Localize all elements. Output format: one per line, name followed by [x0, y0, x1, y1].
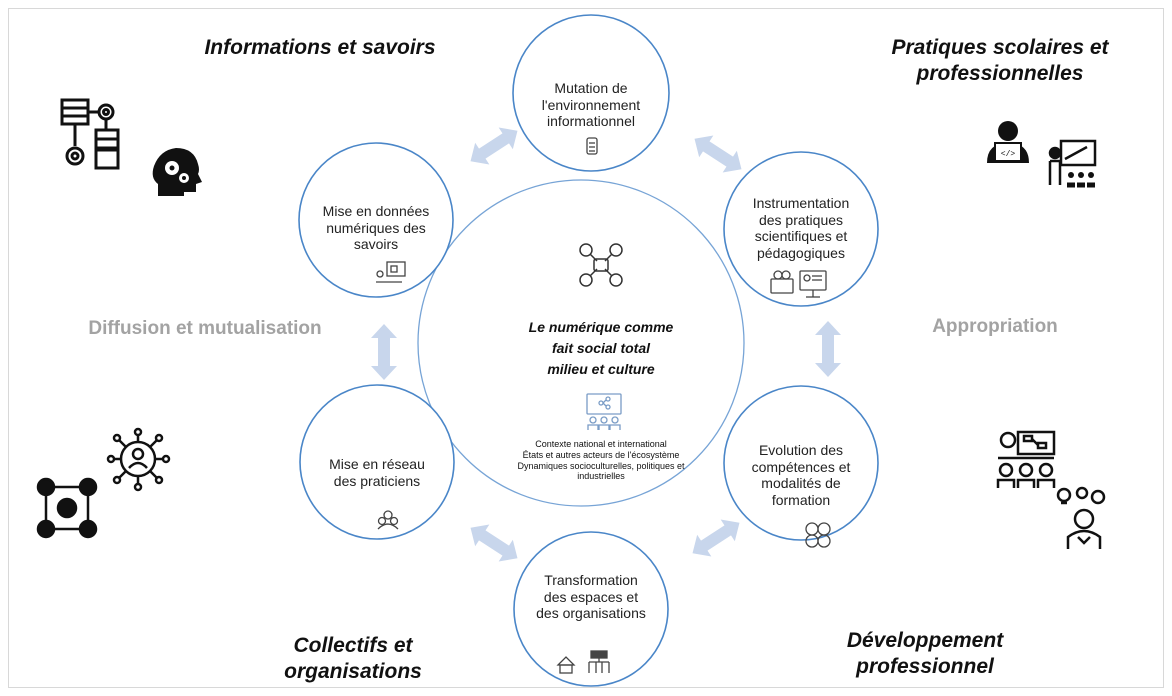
node-lower-left-line1: Mise en réseau: [329, 456, 425, 472]
center-context-line4: industrielles: [577, 471, 625, 482]
arrow-top-to-upper-right: [694, 135, 742, 173]
corner-title-bottom-right-line1: Développement: [846, 629, 1004, 652]
node-bottom-line3: des organisations: [536, 605, 646, 622]
corner-title-top-right: Pratiques scolaires et professionnelles: [850, 35, 1150, 88]
network-hub-icon: [579, 243, 623, 287]
svg-text:</>: </>: [1001, 150, 1016, 159]
node-bottom-line1: Transformation: [544, 572, 638, 588]
node-top-line2: l'environnement: [541, 96, 641, 113]
node-upper-left-line3: savoirs: [353, 236, 399, 253]
arrow-lower-left-to-upper-left: [371, 324, 397, 380]
node-lower-right-line2: compétences et: [751, 458, 851, 475]
corner-title-bottom-left: Collectifs et organisations: [228, 633, 478, 686]
corner-title-bottom-right: Développement professionnel: [800, 628, 1050, 681]
node-lower-left-line2: des praticiens: [333, 472, 421, 489]
teacher-board-icon: [1048, 139, 1097, 188]
side-label-right: Appropriation: [932, 316, 1058, 337]
central-circle: [417, 179, 745, 507]
node-label-top: Mutation de l'environnement informationn…: [521, 80, 661, 130]
online-teaching-icon: [770, 270, 827, 298]
center-title-line3: milieu et culture: [547, 361, 655, 377]
corner-title-bottom-left-line2: organisations: [284, 660, 422, 684]
center-title-line2: fait social total: [551, 340, 651, 356]
arrow-lower-right-to-bottom: [692, 519, 740, 557]
node-circle-upper-right: [723, 151, 879, 307]
node-label-bottom: Transformation des espaces et des organi…: [521, 572, 661, 622]
node-circle-top: [512, 14, 670, 172]
developer-laptop-icon: </>: [987, 121, 1029, 163]
node-circle-lower-right: [723, 385, 879, 541]
idea-person-icon: [1056, 486, 1106, 549]
node-upper-left-line2: numériques des: [326, 219, 426, 236]
node-upper-right-line3: scientifiques et: [754, 228, 848, 245]
node-lower-right-line1: Evolution des: [758, 442, 844, 458]
node-top-line1: Mutation de: [554, 80, 628, 96]
node-label-lower-right: Evolution des compétences et modalités d…: [731, 442, 871, 508]
node-circle-upper-left: [298, 142, 454, 298]
server-settings-icon: [60, 98, 120, 170]
arrow-top-to-upper-left: [470, 127, 518, 165]
book-icon: [586, 137, 598, 155]
node-label-upper-right: Instrumentation des pratiques scientifiq…: [731, 195, 871, 261]
center-title-line1: Le numérique comme: [528, 319, 674, 335]
node-upper-right-line4: pédagogiques: [757, 244, 845, 261]
data-desk-icon: [376, 261, 406, 283]
network-people-icon: [106, 427, 171, 492]
node-label-lower-left: Mise en réseau des praticiens: [307, 456, 447, 489]
node-lower-right-line3: modalités de: [761, 475, 841, 492]
node-circle-lower-left: [299, 384, 455, 540]
node-top-line3: informationnel: [547, 113, 635, 130]
arrow-upper-right-to-lower-right: [815, 321, 841, 377]
center-context-line2: États et autres acteurs de l'écosystème: [522, 449, 680, 460]
node-circle-bottom: [513, 531, 669, 687]
meeting-chart-icon: [996, 430, 1056, 488]
connector-arrows: [371, 127, 841, 562]
diagram-frame: [8, 8, 1164, 688]
side-label-left: Diffusion et mutualisation: [88, 318, 322, 339]
node-lower-right-line4: formation: [771, 491, 831, 508]
node-upper-left-line1: Mise en données: [322, 203, 430, 219]
skills-icon: [805, 522, 831, 548]
corner-title-bottom-left-line1: Collectifs et: [293, 634, 413, 657]
corner-title-top-right-line2: professionnelles: [916, 62, 1084, 86]
center-context-line3: Dynamiques socioculturelles, politiques …: [517, 460, 685, 471]
node-upper-right-line1: Instrumentation: [752, 195, 850, 211]
node-label-upper-left: Mise en données numériques des savoirs: [306, 203, 446, 253]
corner-title-bottom-right-line2: professionnel: [856, 655, 994, 679]
node-bottom-line2: des espaces et: [543, 588, 639, 605]
corner-title-top-right-line1: Pratiques scolaires et: [891, 36, 1109, 59]
center-context: Contexte national et international États…: [486, 439, 716, 482]
building-network-icon: [556, 650, 610, 674]
center-context-line1: Contexte national et international: [535, 439, 667, 449]
head-gears-icon: [152, 148, 202, 196]
presentation-audience-icon: [586, 393, 622, 430]
arrow-bottom-to-lower-left: [470, 524, 518, 562]
center-title: Le numérique comme fait social total mil…: [506, 317, 696, 380]
corner-title-top-left: Informations et savoirs: [204, 36, 436, 59]
node-upper-right-line2: des pratiques: [758, 211, 844, 228]
team-icon: [377, 510, 399, 530]
people-grid-icon: [36, 477, 98, 539]
